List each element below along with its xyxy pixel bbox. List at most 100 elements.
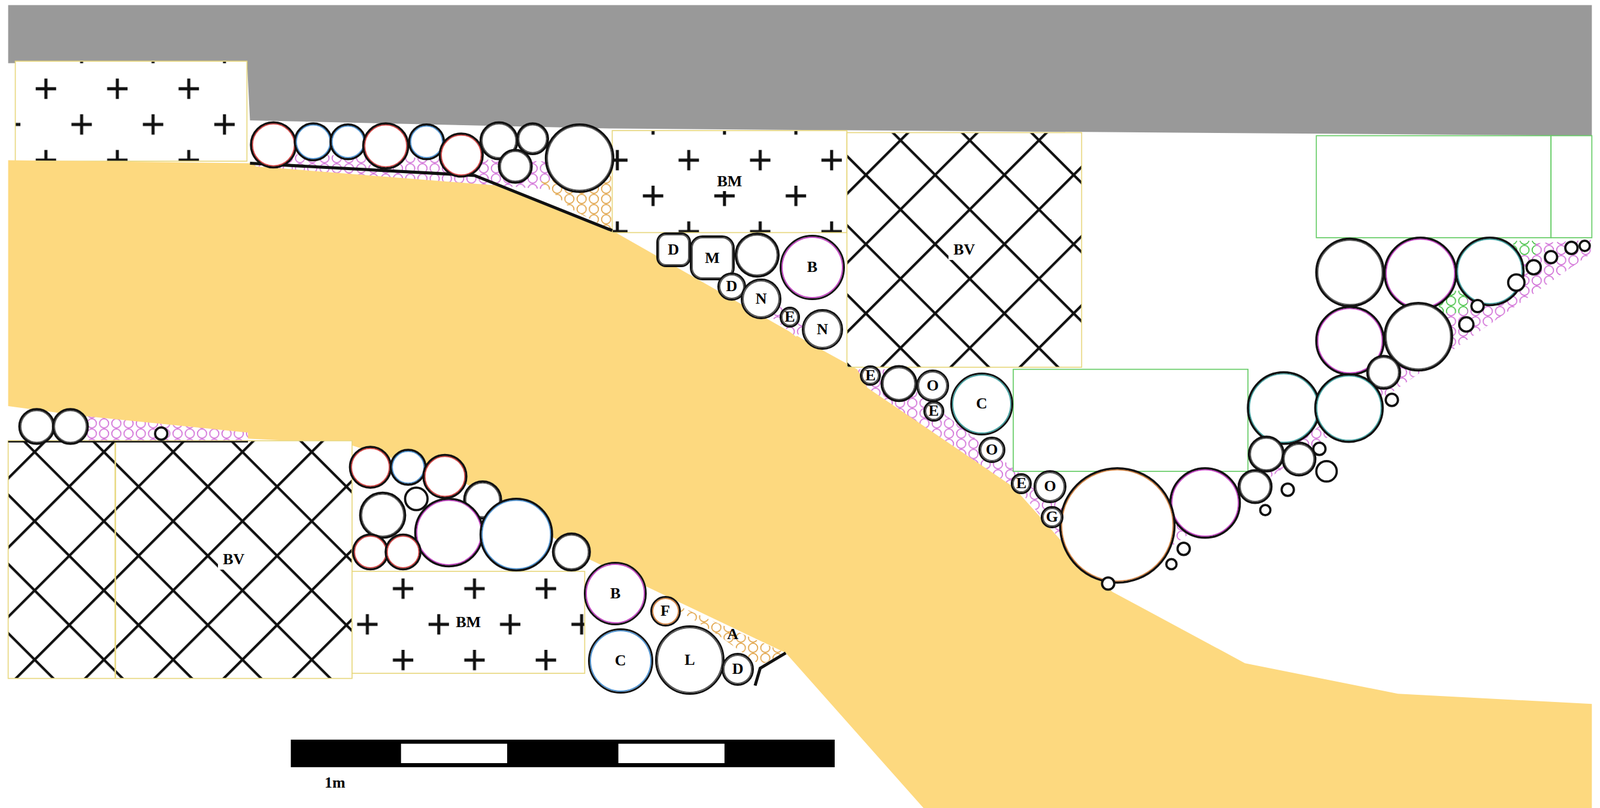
deposit-zone: BV bbox=[846, 132, 1082, 368]
zone-letter: D bbox=[732, 660, 744, 678]
empty-cut bbox=[1550, 135, 1592, 238]
stone bbox=[1170, 468, 1241, 538]
stone bbox=[881, 365, 917, 401]
empty-cut bbox=[1013, 369, 1248, 472]
stone-outline bbox=[755, 652, 786, 686]
zone-letter: B bbox=[807, 258, 818, 277]
stone bbox=[1471, 300, 1484, 312]
scale-label: 1m bbox=[324, 774, 346, 792]
stone-label: E bbox=[859, 365, 881, 387]
zone-letter: N bbox=[755, 290, 768, 308]
stone bbox=[408, 124, 444, 160]
stone bbox=[439, 133, 483, 177]
zone-letter: E bbox=[865, 367, 876, 385]
stone-label: B bbox=[779, 234, 845, 300]
stone bbox=[1508, 274, 1525, 291]
stone bbox=[1316, 238, 1384, 306]
stone-label: O bbox=[978, 436, 1005, 463]
stone bbox=[350, 446, 392, 488]
stone bbox=[1101, 577, 1114, 590]
zone-letter: BV bbox=[948, 240, 980, 260]
zone-letter: C bbox=[614, 652, 627, 670]
zone-letter: O bbox=[985, 441, 998, 459]
zone-letter: A bbox=[726, 625, 739, 644]
stone bbox=[330, 124, 366, 160]
zone-letter: D bbox=[667, 241, 680, 259]
stone bbox=[1526, 259, 1541, 275]
stone bbox=[1166, 558, 1177, 569]
deposit-zone: BV bbox=[115, 440, 353, 679]
stone-label: G bbox=[1040, 505, 1063, 529]
stone bbox=[53, 408, 89, 444]
stone bbox=[1247, 372, 1320, 444]
stone-label: N bbox=[801, 308, 843, 350]
stone bbox=[1384, 237, 1456, 309]
stone bbox=[353, 534, 389, 570]
stone bbox=[19, 408, 54, 444]
zone-letter: O bbox=[1043, 477, 1056, 496]
brick-fill bbox=[15, 61, 248, 162]
stone bbox=[517, 123, 548, 154]
stone bbox=[1315, 374, 1383, 442]
stone bbox=[1579, 240, 1590, 251]
stone-label: D bbox=[656, 232, 692, 268]
zone-letter: M bbox=[704, 249, 720, 268]
zone-letter: G bbox=[1046, 508, 1059, 526]
zone-letter: D bbox=[725, 277, 738, 296]
brick-fill bbox=[352, 571, 586, 674]
stone bbox=[1565, 241, 1578, 254]
stone bbox=[1544, 250, 1557, 263]
stone bbox=[1060, 468, 1175, 583]
stone bbox=[1385, 393, 1398, 406]
stone bbox=[1316, 461, 1337, 482]
deposit-zone: BM bbox=[611, 130, 847, 233]
zone-letter: BV bbox=[217, 549, 250, 570]
cut-line bbox=[114, 440, 117, 679]
stone bbox=[1456, 237, 1524, 305]
hatched-fill bbox=[846, 132, 1082, 368]
stone bbox=[1282, 442, 1316, 476]
stone-label: F bbox=[650, 595, 681, 627]
stone bbox=[480, 498, 553, 571]
stone bbox=[1459, 317, 1474, 332]
stone bbox=[250, 122, 296, 168]
deposit-zone: BM bbox=[352, 571, 586, 674]
stone bbox=[1281, 483, 1294, 496]
stone-label: E bbox=[1010, 473, 1032, 495]
zone-letter: BM bbox=[711, 171, 747, 192]
zone-letter: E bbox=[784, 308, 795, 326]
stone bbox=[155, 427, 168, 440]
empty-cut bbox=[1316, 135, 1551, 238]
zone-letter: BM bbox=[450, 612, 486, 633]
stone-label: L bbox=[655, 625, 725, 695]
stone bbox=[1313, 442, 1326, 455]
stone bbox=[415, 498, 483, 566]
stone-label: D bbox=[721, 652, 755, 686]
zone-letter: N bbox=[816, 320, 829, 339]
stone-label: O bbox=[1033, 470, 1067, 503]
sand-layer bbox=[8, 159, 1593, 808]
stone-label: E bbox=[779, 306, 801, 328]
zone-letter: L bbox=[684, 651, 695, 669]
stone bbox=[498, 149, 532, 183]
stone bbox=[363, 123, 409, 169]
zone-letter: E bbox=[1016, 474, 1027, 493]
stone bbox=[553, 533, 590, 571]
stone bbox=[1260, 504, 1271, 515]
stone bbox=[391, 449, 426, 485]
pebble-fill bbox=[86, 416, 248, 442]
stone bbox=[546, 124, 614, 192]
stone bbox=[1177, 542, 1190, 555]
stone-label: A bbox=[722, 623, 744, 645]
zone-letter: C bbox=[976, 395, 988, 413]
stone-label: O bbox=[916, 369, 950, 403]
zone-letter: E bbox=[928, 402, 939, 420]
stone bbox=[405, 487, 428, 510]
stone bbox=[1238, 470, 1272, 503]
zone-letter: F bbox=[660, 602, 671, 620]
scale-bar bbox=[291, 739, 835, 768]
stone bbox=[423, 455, 467, 499]
stone bbox=[1249, 436, 1284, 472]
